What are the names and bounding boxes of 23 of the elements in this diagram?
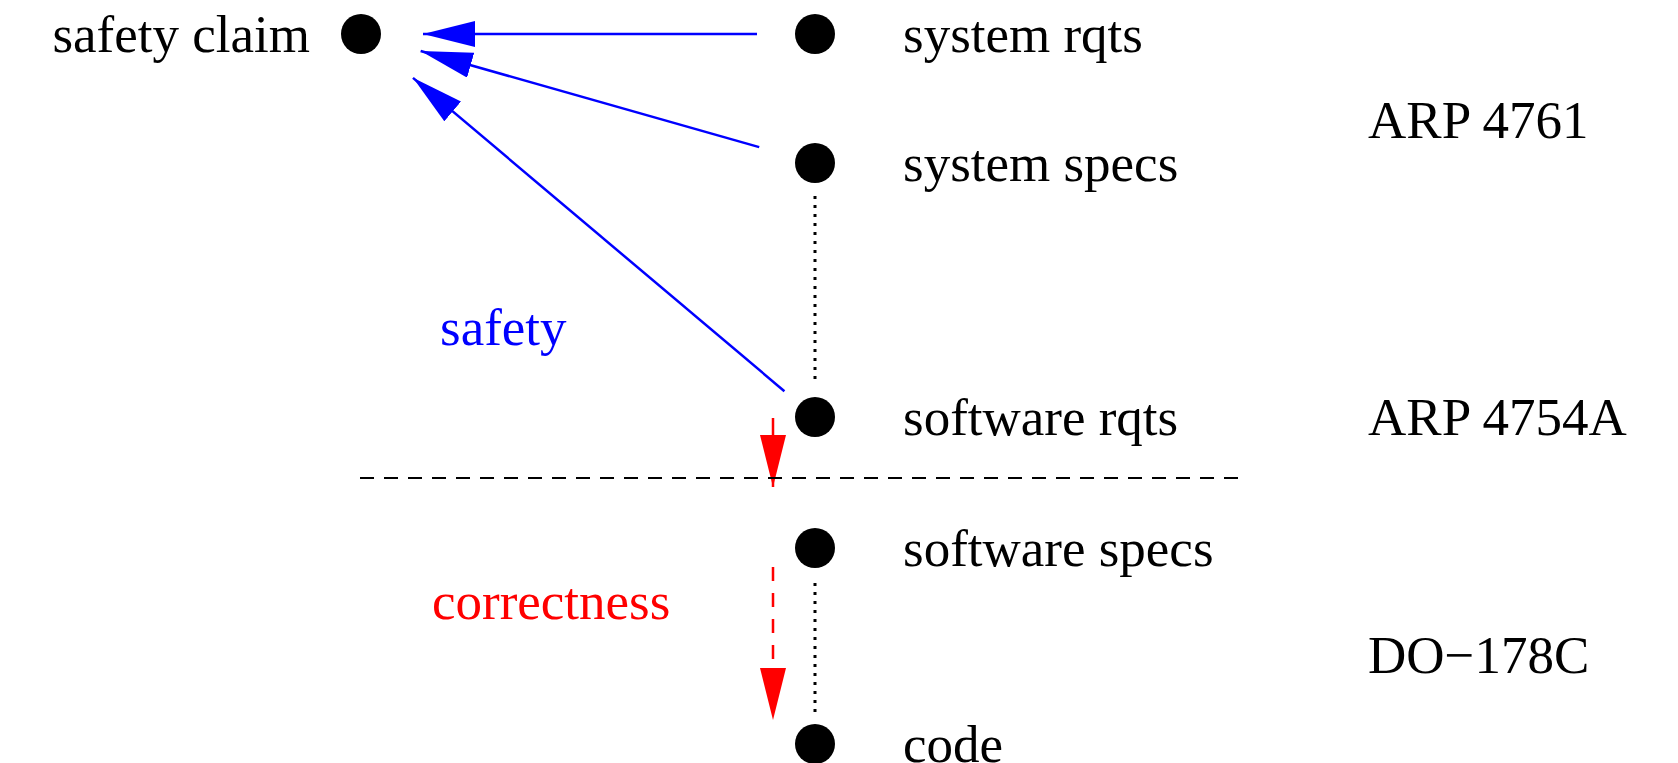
arrow (760, 567, 786, 720)
node-dot (795, 143, 835, 183)
arrow (420, 49, 760, 149)
node-label: safety claim (52, 7, 310, 61)
node-label: software specs (903, 521, 1214, 575)
standard-label: ARP 4761 (1368, 93, 1589, 147)
standard-label: DO−178C (1368, 628, 1590, 682)
edge-label: correctness (432, 574, 671, 628)
node-dot (795, 724, 835, 763)
node-label: system rqts (903, 7, 1143, 61)
node-label: software rqts (903, 390, 1179, 444)
dotted-line (813, 583, 817, 712)
node-dot (795, 397, 835, 437)
node-dot (795, 14, 835, 54)
node-dot (795, 528, 835, 568)
arrow (423, 21, 757, 47)
arrow (760, 418, 786, 487)
edge-label: safety (440, 300, 567, 354)
node-label: system specs (903, 136, 1179, 190)
standard-label: ARP 4754A (1368, 390, 1627, 444)
arrow (412, 76, 786, 393)
node-dot (341, 14, 381, 54)
node-label: code (903, 717, 1004, 763)
